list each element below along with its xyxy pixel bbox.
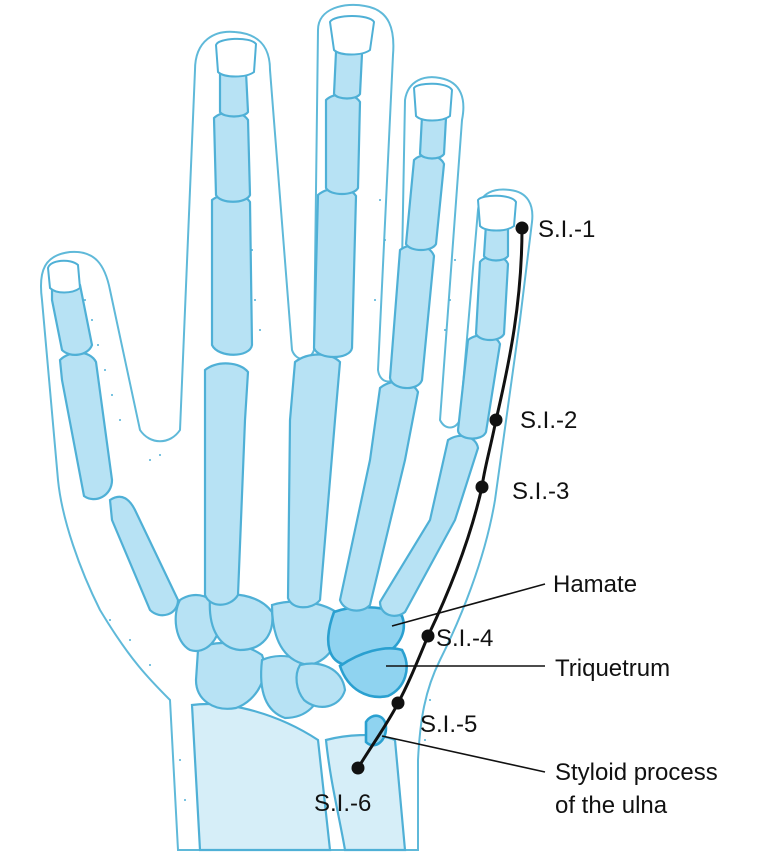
si1-label: S.I.-1 bbox=[538, 216, 595, 243]
si4-label: S.I.-4 bbox=[436, 625, 493, 652]
little-middle-phalanx bbox=[474, 255, 510, 342]
middle-nail bbox=[328, 15, 376, 56]
metacarpal-1 bbox=[108, 495, 180, 617]
si6-label: S.I.-6 bbox=[314, 790, 371, 817]
triquetrum-label: Triquetrum bbox=[555, 655, 670, 682]
metacarpal-3 bbox=[286, 353, 342, 609]
si5-point-marker bbox=[391, 696, 405, 710]
si5-label: S.I.-5 bbox=[420, 711, 477, 738]
middle-proximal-phalanx bbox=[312, 187, 358, 359]
si2-point-marker bbox=[489, 413, 503, 427]
si2-label: S.I.-2 bbox=[520, 407, 577, 434]
styloid-label-line2: of the ulna bbox=[555, 792, 668, 819]
ulna-bone bbox=[324, 733, 407, 852]
thumb-nail bbox=[46, 259, 82, 294]
styloid-label-line1: Styloid process bbox=[555, 759, 718, 786]
triquetrum-bone bbox=[338, 647, 408, 699]
styloid-process bbox=[364, 714, 388, 747]
si1-point-marker bbox=[515, 221, 529, 235]
hamate-label: Hamate bbox=[553, 571, 637, 598]
ring-nail bbox=[412, 82, 454, 122]
metacarpal-2 bbox=[203, 362, 250, 606]
carpal-pisiform bbox=[295, 662, 347, 708]
little-nail bbox=[476, 194, 518, 232]
index-middle-phalanx bbox=[212, 111, 252, 203]
carpal-trapezoid bbox=[208, 593, 274, 652]
si3-label: S.I.-3 bbox=[512, 478, 569, 505]
hamate-leader-line bbox=[391, 583, 546, 627]
si6-point-marker bbox=[351, 761, 365, 775]
styloid-leader-line bbox=[381, 735, 546, 773]
si4-point-marker bbox=[421, 629, 435, 643]
index-proximal-phalanx bbox=[210, 193, 254, 356]
middle-middle-phalanx bbox=[324, 93, 362, 196]
si3-point-marker bbox=[475, 480, 489, 494]
index-nail bbox=[214, 37, 258, 78]
skin-stipple bbox=[84, 199, 476, 801]
